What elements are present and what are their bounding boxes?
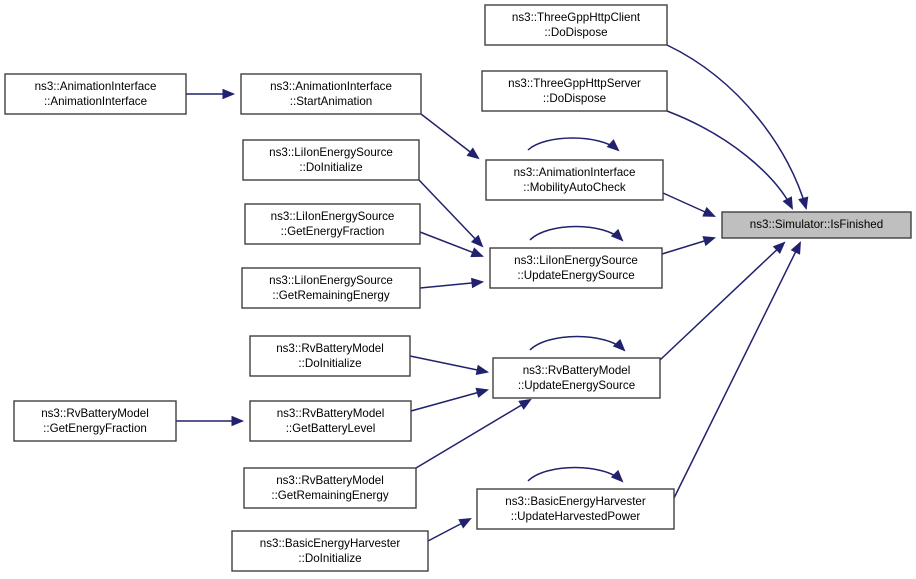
node-box-rv_doinit[interactable] (249, 335, 411, 377)
call-edge-http_server-to-simulator_isfinished (666, 110, 793, 210)
call-edge-anim_mobility-to-anim_mobility (527, 137, 620, 152)
node-label-anim_start-line2: ::StartAnimation (290, 95, 372, 108)
node-label-rv_getfrac-line1: ns3::RvBatteryModel (41, 407, 149, 420)
node-simulator_isfinished[interactable]: ns3::Simulator::IsFinished (721, 211, 912, 239)
node-box-anim_mobility[interactable] (485, 159, 664, 201)
call-edge-liion_update-to-liion_update (529, 225, 624, 242)
node-label-beh_update-line1: ns3::BasicEnergyHarvester (505, 495, 646, 508)
node-box-beh_update[interactable] (476, 488, 675, 530)
node-anim_start[interactable]: ns3::AnimationInterface::StartAnimation (240, 73, 422, 115)
call-edge-anim_start-to-anim_mobility (420, 113, 480, 160)
node-label-rv_update-line1: ns3::RvBatteryModel (523, 364, 631, 377)
node-label-http_server-line2: ::DoDispose (543, 92, 606, 105)
node-box-rv_getrem[interactable] (243, 467, 417, 509)
node-box-beh_doinit[interactable] (231, 530, 429, 572)
node-box-liion_update[interactable] (489, 247, 663, 289)
node-http_server[interactable]: ns3::ThreeGppHttpServer::DoDispose (481, 70, 668, 112)
call-edge-liion_doinit-to-liion_update (418, 179, 484, 248)
node-label-liion_doinit-line2: ::DoInitialize (299, 161, 362, 174)
node-rv_getfrac[interactable]: ns3::RvBatteryModel::GetEnergyFraction (13, 400, 177, 442)
node-label-rv_getrem-line2: ::GetRemainingEnergy (271, 489, 388, 502)
node-label-beh_update-line2: ::UpdateHarvestedPower (511, 510, 641, 523)
node-label-rv_doinit-line2: ::DoInitialize (298, 357, 361, 370)
node-beh_doinit[interactable]: ns3::BasicEnergyHarvester::DoInitialize (231, 530, 429, 572)
node-box-liion_getrem[interactable] (241, 267, 421, 309)
call-edge-http_client-to-simulator_isfinished (666, 44, 809, 211)
node-liion_doinit[interactable]: ns3::LiIonEnergySource::DoInitialize (242, 139, 420, 181)
node-box-anim_ctor[interactable] (4, 73, 187, 115)
node-label-liion_getrem-line1: ns3::LiIonEnergySource (269, 274, 393, 287)
call-edge-rv_getlevel-to-rv_update (410, 387, 490, 412)
call-edge-rv_doinit-to-rv_update (409, 355, 490, 376)
node-label-liion_update-line2: ::UpdateEnergySource (517, 269, 634, 282)
call-edge-rv_update-to-rv_update (529, 335, 626, 352)
node-label-rv_getlevel-line1: ns3::RvBatteryModel (277, 407, 385, 420)
node-label-liion_getfrac-line1: ns3::LiIonEnergySource (271, 210, 395, 223)
call-edge-liion_getfrac-to-liion_update (419, 231, 484, 258)
node-layer: ns3::AnimationInterface::AnimationInterf… (4, 4, 912, 572)
node-box-rv_getlevel[interactable] (249, 400, 412, 442)
call-edge-liion_getrem-to-liion_update (419, 277, 485, 289)
call-edge-liion_update-to-simulator_isfinished (661, 236, 717, 255)
node-box-liion_doinit[interactable] (242, 139, 420, 181)
node-anim_ctor[interactable]: ns3::AnimationInterface::AnimationInterf… (4, 73, 187, 115)
node-label-anim_ctor-line2: ::AnimationInterface (44, 95, 147, 108)
call-edge-rv_getrem-to-rv_update (415, 398, 532, 469)
node-label-liion_update-line1: ns3::LiIonEnergySource (514, 254, 638, 267)
node-label-rv_doinit-line1: ns3::RvBatteryModel (276, 342, 384, 355)
node-label-rv_getrem-line1: ns3::RvBatteryModel (276, 474, 384, 487)
node-box-rv_getfrac[interactable] (13, 400, 177, 442)
node-rv_getrem[interactable]: ns3::RvBatteryModel::GetRemainingEnergy (243, 467, 417, 509)
node-http_client[interactable]: ns3::ThreeGppHttpClient::DoDispose (484, 4, 668, 46)
node-rv_getlevel[interactable]: ns3::RvBatteryModel::GetBatteryLevel (249, 400, 412, 442)
node-label-anim_ctor-line1: ns3::AnimationInterface (35, 80, 157, 93)
node-label-anim_start-line1: ns3::AnimationInterface (270, 80, 392, 93)
call-edge-rv_update-to-simulator_isfinished (659, 241, 786, 361)
node-label-liion_getrem-line2: ::GetRemainingEnergy (272, 289, 389, 302)
node-beh_update[interactable]: ns3::BasicEnergyHarvester::UpdateHarvest… (476, 488, 675, 530)
node-label-anim_mobility-line1: ns3::AnimationInterface (514, 166, 636, 179)
node-box-http_server[interactable] (481, 70, 668, 112)
node-rv_update[interactable]: ns3::RvBatteryModel::UpdateEnergySource (492, 357, 661, 399)
node-label-liion_doinit-line1: ns3::LiIonEnergySource (269, 146, 393, 159)
node-label-liion_getfrac-line2: ::GetEnergyFraction (281, 225, 385, 238)
node-box-liion_getfrac[interactable] (244, 203, 421, 245)
node-box-http_client[interactable] (484, 4, 668, 46)
node-box-anim_start[interactable] (240, 73, 422, 115)
node-label-simulator_isfinished-line1: ns3::Simulator::IsFinished (750, 218, 883, 231)
call-edge-beh_update-to-simulator_isfinished (673, 241, 801, 499)
node-label-rv_getfrac-line2: ::GetEnergyFraction (43, 422, 147, 435)
node-label-http_client-line2: ::DoDispose (544, 26, 607, 39)
node-liion_getrem[interactable]: ns3::LiIonEnergySource::GetRemainingEner… (241, 267, 421, 309)
node-liion_getfrac[interactable]: ns3::LiIonEnergySource::GetEnergyFractio… (244, 203, 421, 245)
node-label-rv_update-line2: ::UpdateEnergySource (518, 379, 635, 392)
node-label-http_client-line1: ns3::ThreeGppHttpClient (512, 11, 641, 24)
node-liion_update[interactable]: ns3::LiIonEnergySource::UpdateEnergySour… (489, 247, 663, 289)
node-label-beh_doinit-line1: ns3::BasicEnergyHarvester (260, 537, 401, 550)
edge-layer (176, 44, 809, 542)
call-edge-beh_doinit-to-beh_update (427, 518, 472, 542)
node-box-rv_update[interactable] (492, 357, 661, 399)
call-edge-beh_update-to-beh_update (527, 466, 624, 483)
node-label-rv_getlevel-line2: ::GetBatteryLevel (286, 422, 376, 435)
node-label-beh_doinit-line2: ::DoInitialize (298, 552, 361, 565)
node-label-anim_mobility-line2: ::MobilityAutoCheck (523, 181, 626, 194)
node-label-http_server-line1: ns3::ThreeGppHttpServer (508, 77, 641, 90)
call-edge-anim_mobility-to-simulator_isfinished (662, 192, 716, 217)
node-anim_mobility[interactable]: ns3::AnimationInterface::MobilityAutoChe… (485, 159, 664, 201)
node-box-simulator_isfinished[interactable] (721, 211, 912, 239)
node-rv_doinit[interactable]: ns3::RvBatteryModel::DoInitialize (249, 335, 411, 377)
